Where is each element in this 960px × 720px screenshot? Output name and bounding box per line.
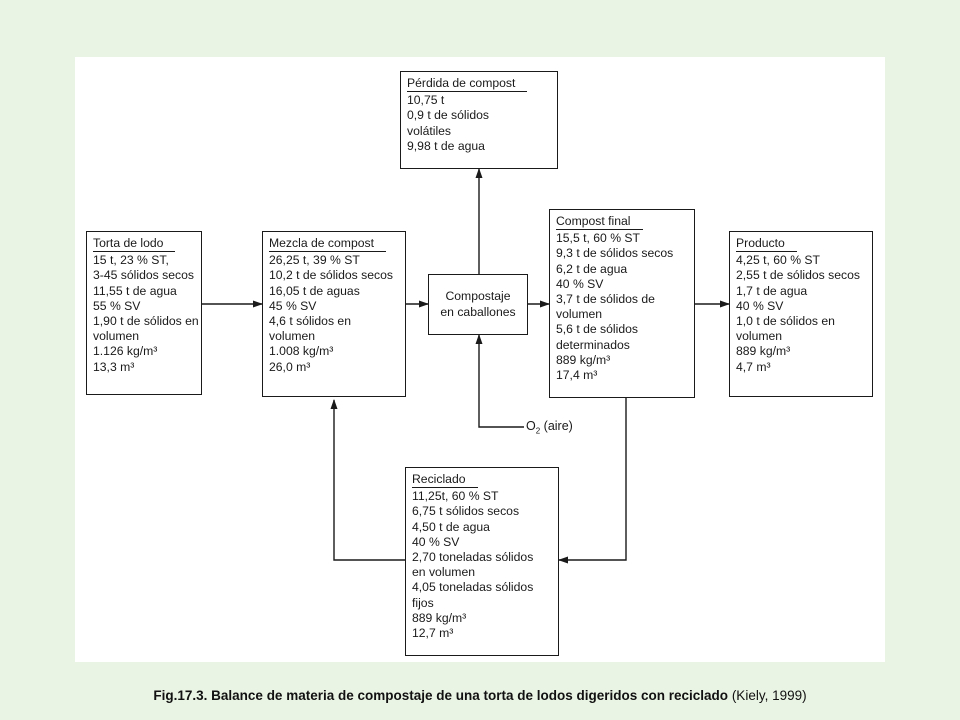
box-line: 4,50 t de agua (412, 519, 490, 534)
o2-prefix: O (526, 419, 536, 433)
box-line: 16,05 t de aguas (269, 283, 360, 298)
box-line: 15,5 t, 60 % ST (556, 231, 641, 246)
o2-air-label: O2 (aire) (526, 419, 573, 436)
box-title: Mezcla de compost (269, 236, 386, 253)
box-line: 1,0 t de sólidos en (736, 314, 835, 329)
box-line: 1,7 t de agua (736, 283, 808, 298)
box-line: volátiles (407, 123, 452, 138)
box-line: 1.126 kg/m³ (93, 344, 158, 359)
box-line: 11,25t, 60 % ST (412, 489, 499, 504)
box-line: volumen (269, 329, 316, 344)
box-line: en caballones (440, 304, 516, 319)
box-line: 6,75 t sólidos secos (412, 504, 520, 519)
box-line: 4,7 m³ (736, 359, 771, 374)
box-line: 11,55 t de agua (93, 283, 177, 298)
box-line: 3,7 t de sólidos de (556, 292, 655, 307)
box-line: 40 % SV (412, 534, 460, 549)
box-line: 26,0 m³ (269, 359, 311, 374)
box-line: determinados (556, 337, 630, 352)
box-line: 9,98 t de agua (407, 138, 485, 153)
box-line: 10,75 t (407, 93, 445, 108)
box-line: fijos (412, 595, 434, 610)
box-title: Reciclado (412, 472, 478, 489)
box-line: 1,90 t de sólidos en (93, 314, 199, 329)
box-line: 4,6 t sólidos en (269, 314, 351, 329)
box-line: Compostaje (445, 289, 511, 304)
box-title: Producto (736, 236, 797, 253)
box-line: 1.008 kg/m³ (269, 344, 334, 359)
box-line: 9,3 t de sólidos secos (556, 246, 674, 261)
box-line: 12,7 m³ (412, 626, 454, 641)
box-line: 13,3 m³ (93, 359, 135, 374)
box-title: Torta de lodo (93, 236, 176, 253)
box-line: 17,4 m³ (556, 368, 598, 383)
o2-subscript: 2 (535, 426, 541, 436)
box-line: volumen (556, 307, 603, 322)
figure-caption: Fig.17.3. Balance de materia de composta… (0, 688, 960, 703)
box-line: volumen (736, 329, 783, 344)
box-torta-de-lodo: Torta de lodo 15 t, 23 % ST,3-45 sólidos… (86, 231, 202, 395)
box-line: 2,70 toneladas sólidos (412, 550, 534, 565)
box-line: 0,9 t de sólidos (407, 108, 489, 123)
caption-citation: (Kiely, 1999) (728, 688, 807, 703)
box-line: 4,05 toneladas sólidos (412, 580, 534, 595)
caption-bold: Fig.17.3. Balance de materia de composta… (153, 688, 729, 703)
box-line: 45 % SV (269, 298, 317, 313)
box-line: 3-45 sólidos secos (93, 268, 194, 283)
box-line: 40 % SV (736, 298, 784, 313)
box-title: Compost final (556, 214, 643, 231)
box-line: 889 kg/m³ (736, 344, 791, 359)
box-line: 10,2 t de sólidos secos (269, 268, 393, 283)
arrow-reciclado-to-mezcla (330, 399, 405, 561)
box-line: 5,6 t de sólidos (556, 322, 638, 337)
box-line: 889 kg/m³ (556, 352, 611, 367)
box-line: 15 t, 23 % ST, (93, 253, 169, 268)
box-line: 4,25 t, 60 % ST (736, 253, 821, 268)
box-line: 40 % SV (556, 276, 604, 291)
box-line: 6,2 t de agua (556, 261, 628, 276)
arrow-o2-to-compostaje (475, 334, 524, 428)
o2-suffix: (aire) (540, 419, 573, 433)
box-line: 26,25 t, 39 % ST (269, 253, 360, 268)
box-line: 889 kg/m³ (412, 610, 467, 625)
box-line: volumen (93, 329, 140, 344)
arrow-final-to-reciclado (558, 398, 627, 564)
box-line: en volumen (412, 565, 476, 580)
box-line: 2,55 t de sólidos secos (736, 268, 860, 283)
box-line: 55 % SV (93, 298, 141, 313)
box-title: Pérdida de compost (407, 76, 528, 93)
